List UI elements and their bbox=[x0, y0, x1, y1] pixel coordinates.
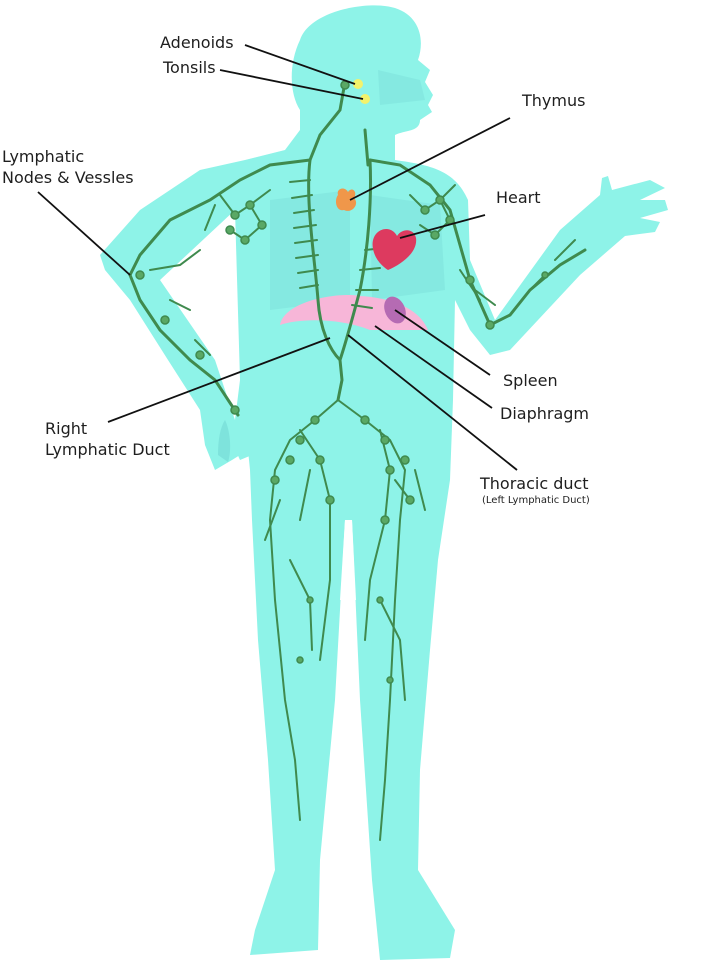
label-thoracic-duct: Thoracic duct (Left Lymphatic Duct) bbox=[480, 473, 590, 507]
body-silhouette bbox=[100, 5, 668, 961]
adenoids-dot bbox=[353, 79, 363, 89]
lymph-nodes bbox=[135, 80, 549, 684]
leader-lines bbox=[37, 44, 518, 471]
label-right-lymphatic-duct: Right Lymphatic Duct bbox=[45, 418, 170, 460]
label-right-duct-line1: Right bbox=[45, 419, 88, 438]
label-lymphatic-line2: Nodes & Vessles bbox=[2, 168, 134, 187]
heart-shape bbox=[372, 229, 417, 270]
label-thoracic-duct-main: Thoracic duct bbox=[480, 474, 589, 493]
tonsils-dot bbox=[360, 94, 370, 104]
label-diaphragm: Diaphragm bbox=[500, 404, 589, 423]
lymph-vessels bbox=[128, 80, 587, 417]
arm-gap bbox=[160, 210, 240, 420]
label-thymus: Thymus bbox=[522, 91, 586, 110]
label-lymphatic-nodes-vessels: Lymphatic Nodes & Vessles bbox=[2, 146, 134, 188]
label-thoracic-duct-sub: (Left Lymphatic Duct) bbox=[482, 495, 590, 506]
label-adenoids: Adenoids bbox=[160, 33, 234, 52]
thymus-shape bbox=[336, 188, 357, 211]
label-heart: Heart bbox=[496, 188, 541, 207]
label-right-duct-line2: Lymphatic Duct bbox=[45, 440, 170, 459]
label-lymphatic-line1: Lymphatic bbox=[2, 147, 85, 166]
label-tonsils: Tonsils bbox=[163, 58, 216, 77]
label-spleen: Spleen bbox=[503, 371, 558, 390]
